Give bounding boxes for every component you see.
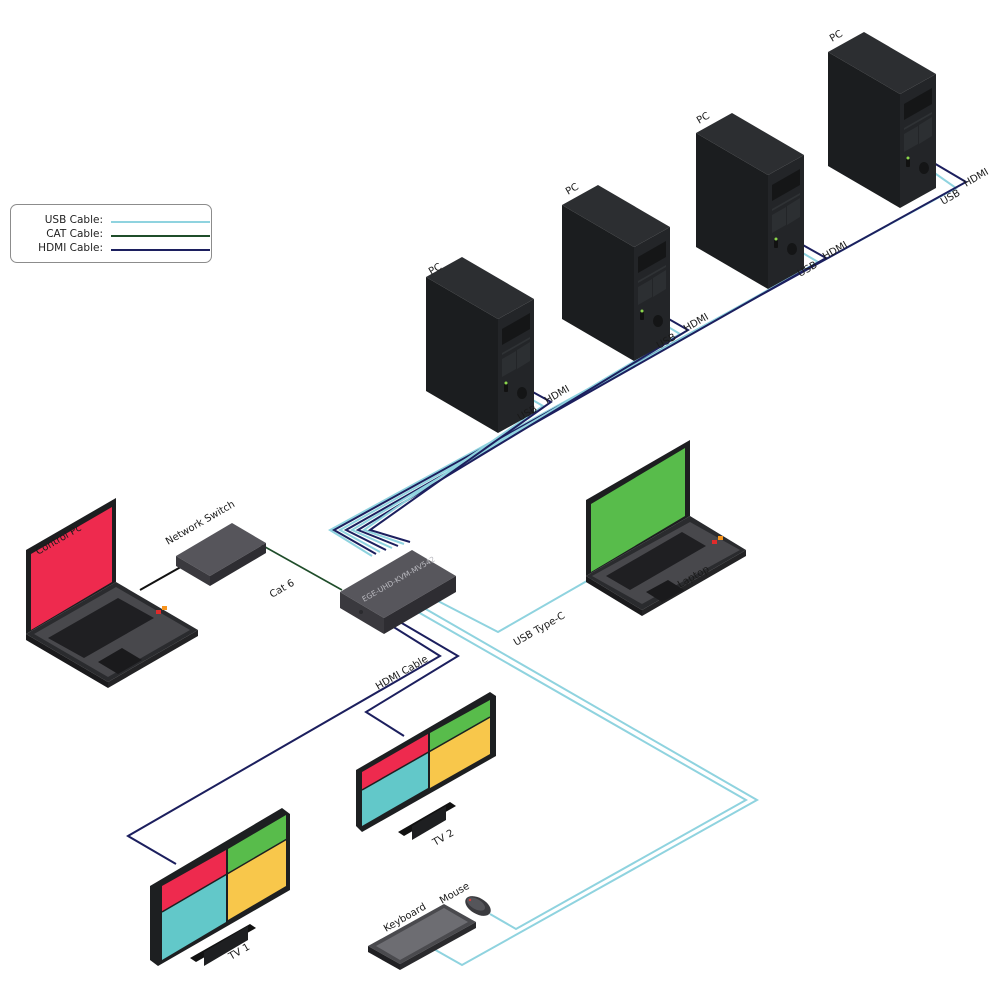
legend-cat-label: CAT Cable: [46, 228, 103, 240]
pc-4 [828, 32, 936, 208]
control-pc-laptop [26, 498, 198, 688]
cable-legend: USB Cable: CAT Cable: HDMI Cable: [10, 204, 212, 263]
pc-3-hdmi-label: HDMI [821, 240, 850, 263]
pc-3 [696, 113, 804, 289]
legend-hdmi-label: HDMI Cable: [38, 242, 103, 254]
legend-row-usb: USB Cable: [11, 214, 211, 228]
legend-usb-swatch [111, 221, 210, 223]
keyboard [368, 904, 476, 970]
pc-4-hdmi-label: HDMI [962, 167, 991, 190]
pc-1 [426, 257, 534, 433]
usb-type-c-cable [435, 569, 607, 634]
pc-2 [562, 185, 670, 361]
kvm-device [340, 550, 456, 634]
usb-cable-keyboard [423, 607, 760, 967]
pc-3-label: PC [695, 111, 712, 127]
pc-4-usb-label: USB [939, 188, 962, 208]
ethernet-cable [139, 563, 187, 591]
usb-type-c-label: USB Type-C [512, 610, 567, 648]
legend-usb-label: USB Cable: [44, 214, 103, 226]
network-switch [176, 523, 266, 586]
legend-row-cat: CAT Cable: [11, 228, 211, 242]
usb-cable-mouse [417, 611, 749, 931]
pc-2-label: PC [564, 182, 581, 198]
cat6-label: Cat 6 [268, 578, 297, 601]
pc-4-label: PC [828, 29, 845, 45]
legend-cat-swatch [111, 235, 210, 237]
legend-row-hdmi: HDMI Cable: [11, 242, 211, 256]
tv-1 [150, 808, 290, 966]
legend-hdmi-swatch [111, 249, 210, 251]
tv-2-label: TV 2 [430, 828, 456, 849]
laptop [586, 440, 746, 616]
mouse [465, 896, 491, 916]
hdmi-cable-tv2 [364, 621, 460, 737]
hdmi-cable-label: HDMI Cable [374, 654, 430, 693]
tv-2 [356, 692, 496, 840]
cat6-cable [257, 542, 343, 591]
hdmi-cable-tv1 [126, 625, 442, 865]
hdmi-cable-pc3 [343, 234, 829, 551]
